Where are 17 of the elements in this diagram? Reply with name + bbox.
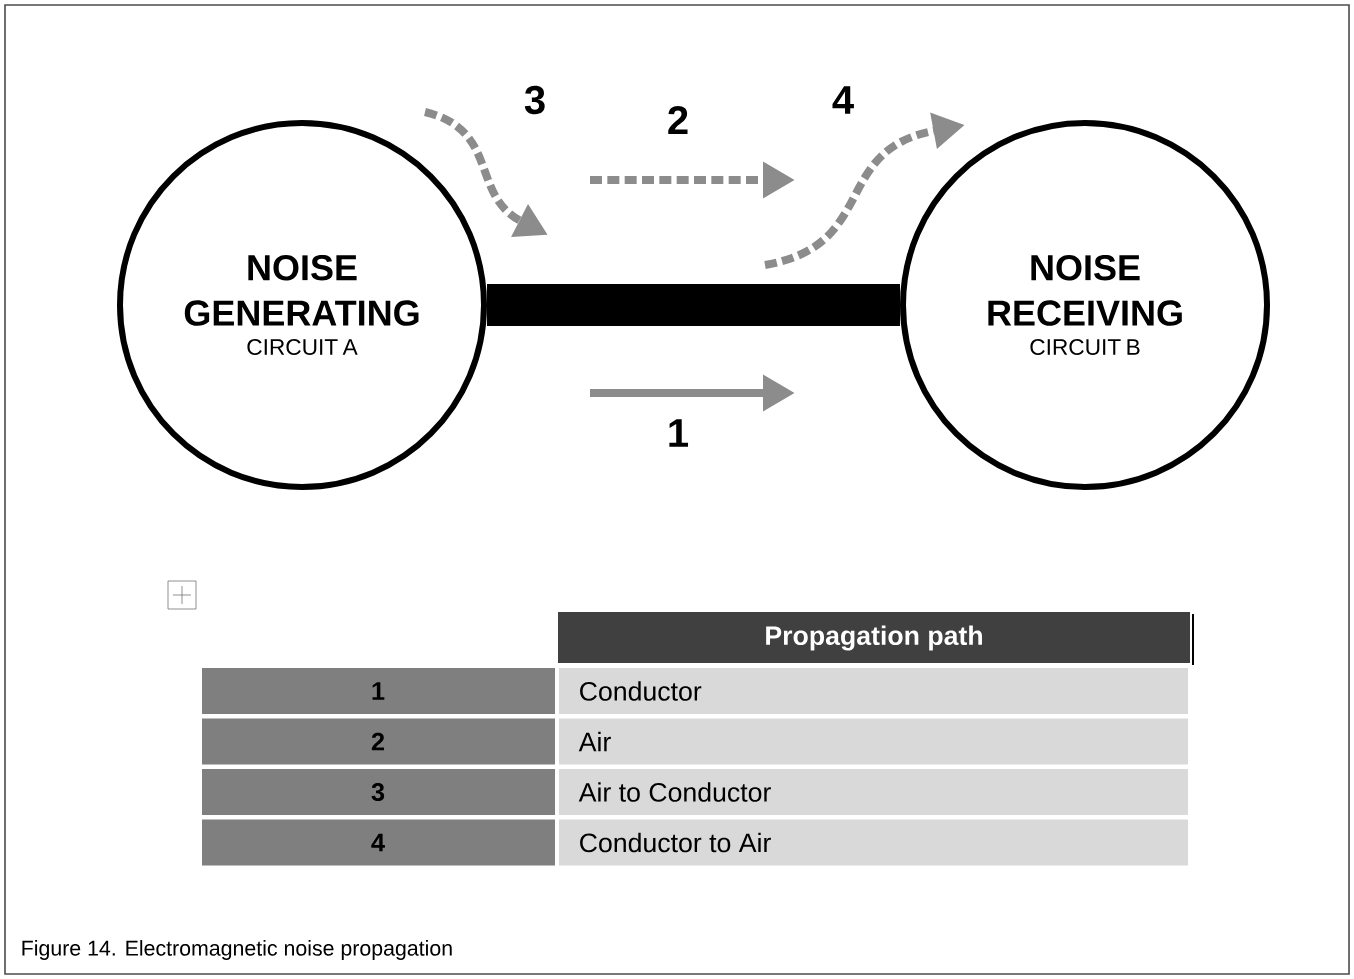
table-cell: Conductor	[559, 668, 1188, 714]
circle-node: NOISE RECEIVING CIRCUIT B	[900, 120, 1270, 490]
caption: Figure 14. Electromagnetic noise propagation	[22, 940, 452, 960]
table-cell: 4	[202, 819, 555, 866]
table-cell: 1	[202, 668, 555, 714]
circle-node: NOISE GENERATING CIRCUIT A	[117, 120, 487, 490]
table-cell: 3	[202, 769, 555, 815]
path-number: 3	[524, 85, 545, 115]
path-number: 2	[668, 106, 688, 134]
table-cell: Air to Conductor	[559, 769, 1188, 815]
table-cell: Air	[559, 718, 1188, 765]
path-number: 1	[669, 419, 688, 447]
table-cell: 2	[202, 718, 555, 765]
table-cell: Conductor to Air	[559, 819, 1188, 866]
path-number: 4	[832, 86, 854, 114]
table-header: Propagation path	[558, 612, 1190, 663]
conductor-bar	[487, 284, 900, 326]
